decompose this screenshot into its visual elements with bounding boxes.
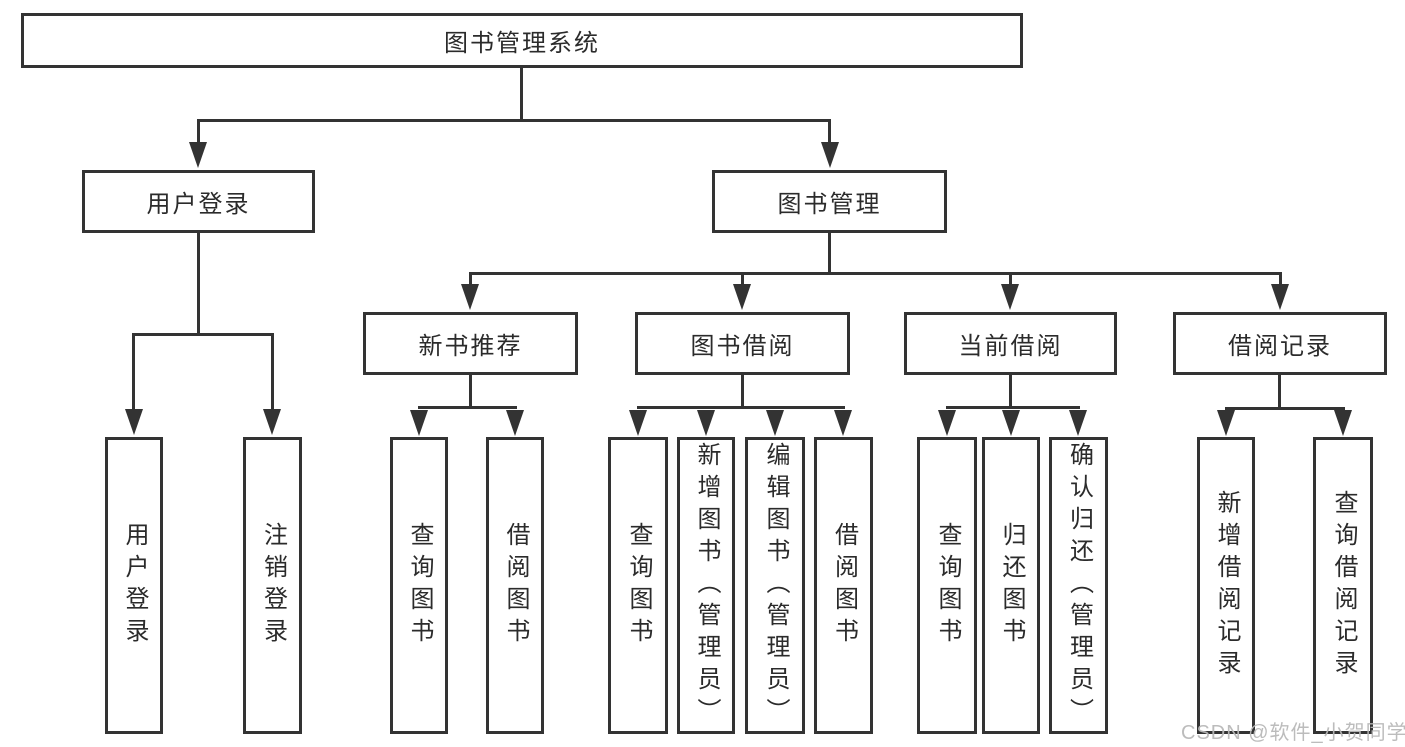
arrow-down-icon <box>1001 284 1019 310</box>
leaf-borrow-books-borrowing: 借阅图书 <box>814 437 873 734</box>
node-borrowing-records-label: 借阅记录 <box>1228 333 1332 360</box>
leaf-user-login-label: 用户登录 <box>121 521 148 650</box>
leaf-user-login: 用户登录 <box>105 437 163 734</box>
leaf-return-books: 归还图书 <box>982 437 1040 734</box>
leaf-query-books-current: 查询图书 <box>917 437 977 734</box>
node-current-borrowing-label: 当前借阅 <box>958 333 1063 360</box>
connector-user-login-rail <box>132 333 274 336</box>
connector-borrowing-records-stem <box>1278 375 1281 409</box>
leaf-add-books-admin-label: 新增图书（管理员） <box>693 441 720 730</box>
node-book-borrowing: 图书借阅 <box>635 312 850 375</box>
arrow-down-icon <box>1002 410 1020 436</box>
connector-book-borrowing-rail <box>637 406 845 409</box>
connector-book-borrowing-stem <box>741 375 744 409</box>
connector-drop-book-management <box>828 122 831 148</box>
arrow-down-icon <box>189 142 207 168</box>
node-book-borrowing-label: 图书借阅 <box>690 333 795 360</box>
leaf-add-borrow-record-label: 新增借阅记录 <box>1213 489 1240 682</box>
connector-drop-new-book-recommend <box>469 275 472 287</box>
connector-book-management-rail <box>469 272 1282 275</box>
csdn-watermark: CSDN @软件_小贺同学 <box>1181 722 1405 744</box>
arrow-down-icon <box>125 409 143 435</box>
leaf-logout-label: 注销登录 <box>259 521 287 650</box>
leaf-confirm-return-admin: 确认归还（管理员） <box>1049 437 1108 734</box>
arrow-down-icon <box>1069 410 1087 436</box>
node-borrowing-records: 借阅记录 <box>1173 312 1387 375</box>
connector-drop-user-login <box>197 122 200 148</box>
arrow-down-icon <box>506 410 524 436</box>
arrow-down-icon <box>766 410 784 436</box>
connector-drop-current-borrowing <box>1009 275 1012 287</box>
connector-drop-leaf-user-login <box>132 336 135 412</box>
arrow-down-icon <box>263 409 281 435</box>
arrow-down-icon <box>834 410 852 436</box>
leaf-return-books-label: 归还图书 <box>998 521 1025 650</box>
arrow-down-icon <box>697 410 715 436</box>
connector-root-stem <box>520 68 523 122</box>
leaf-query-books-borrowing: 查询图书 <box>608 437 668 734</box>
node-root-library-system: 图书管理系统 <box>21 13 1023 68</box>
leaf-add-books-admin: 新增图书（管理员） <box>677 437 735 734</box>
arrow-down-icon <box>461 284 479 310</box>
node-book-management-label: 图书管理 <box>777 191 882 218</box>
arrow-down-icon <box>629 410 647 436</box>
connector-new-book-rail <box>418 406 517 409</box>
connector-drop-leaf-logout <box>271 336 274 412</box>
leaf-logout: 注销登录 <box>243 437 302 734</box>
connector-borrowing-records-rail <box>1225 407 1345 410</box>
leaf-borrow-books-recommend: 借阅图书 <box>486 437 544 734</box>
leaf-query-books-current-label: 查询图书 <box>934 521 961 650</box>
arrow-down-icon <box>733 284 751 310</box>
node-book-management: 图书管理 <box>712 170 947 233</box>
leaf-query-books-recommend-label: 查询图书 <box>406 521 433 650</box>
connector-drop-book-borrowing <box>741 275 744 287</box>
leaf-confirm-return-admin-label: 确认归还（管理员） <box>1065 441 1093 730</box>
connector-new-book-stem <box>469 375 472 409</box>
connector-current-borrowing-rail <box>946 406 1080 409</box>
connector-user-login-stem <box>197 233 200 335</box>
node-user-login: 用户登录 <box>82 170 315 233</box>
leaf-borrow-books-recommend-label: 借阅图书 <box>502 521 529 650</box>
arrow-down-icon <box>938 410 956 436</box>
arrow-down-icon <box>821 142 839 168</box>
arrow-down-icon <box>1334 410 1352 436</box>
node-user-login-label: 用户登录 <box>146 191 251 218</box>
arrow-down-icon <box>410 410 428 436</box>
node-current-borrowing: 当前借阅 <box>904 312 1117 375</box>
node-new-book-recommend-label: 新书推荐 <box>418 333 523 360</box>
connector-drop-borrowing-records <box>1279 275 1282 287</box>
connector-root-rail <box>197 119 831 122</box>
leaf-query-borrow-record: 查询借阅记录 <box>1313 437 1373 734</box>
leaf-query-books-borrowing-label: 查询图书 <box>625 521 652 650</box>
leaf-query-books-recommend: 查询图书 <box>390 437 448 734</box>
node-new-book-recommend: 新书推荐 <box>363 312 578 375</box>
connector-book-management-stem <box>828 233 831 274</box>
leaf-edit-books-admin: 编辑图书（管理员） <box>745 437 805 734</box>
arrow-down-icon <box>1217 410 1235 436</box>
leaf-query-borrow-record-label: 查询借阅记录 <box>1330 489 1357 682</box>
node-root-label: 图书管理系统 <box>444 30 600 57</box>
leaf-edit-books-admin-label: 编辑图书（管理员） <box>762 441 789 730</box>
arrow-down-icon <box>1271 284 1289 310</box>
leaf-borrow-books-borrowing-label: 借阅图书 <box>830 521 858 650</box>
connector-current-borrowing-stem <box>1009 375 1012 409</box>
leaf-add-borrow-record: 新增借阅记录 <box>1197 437 1255 734</box>
